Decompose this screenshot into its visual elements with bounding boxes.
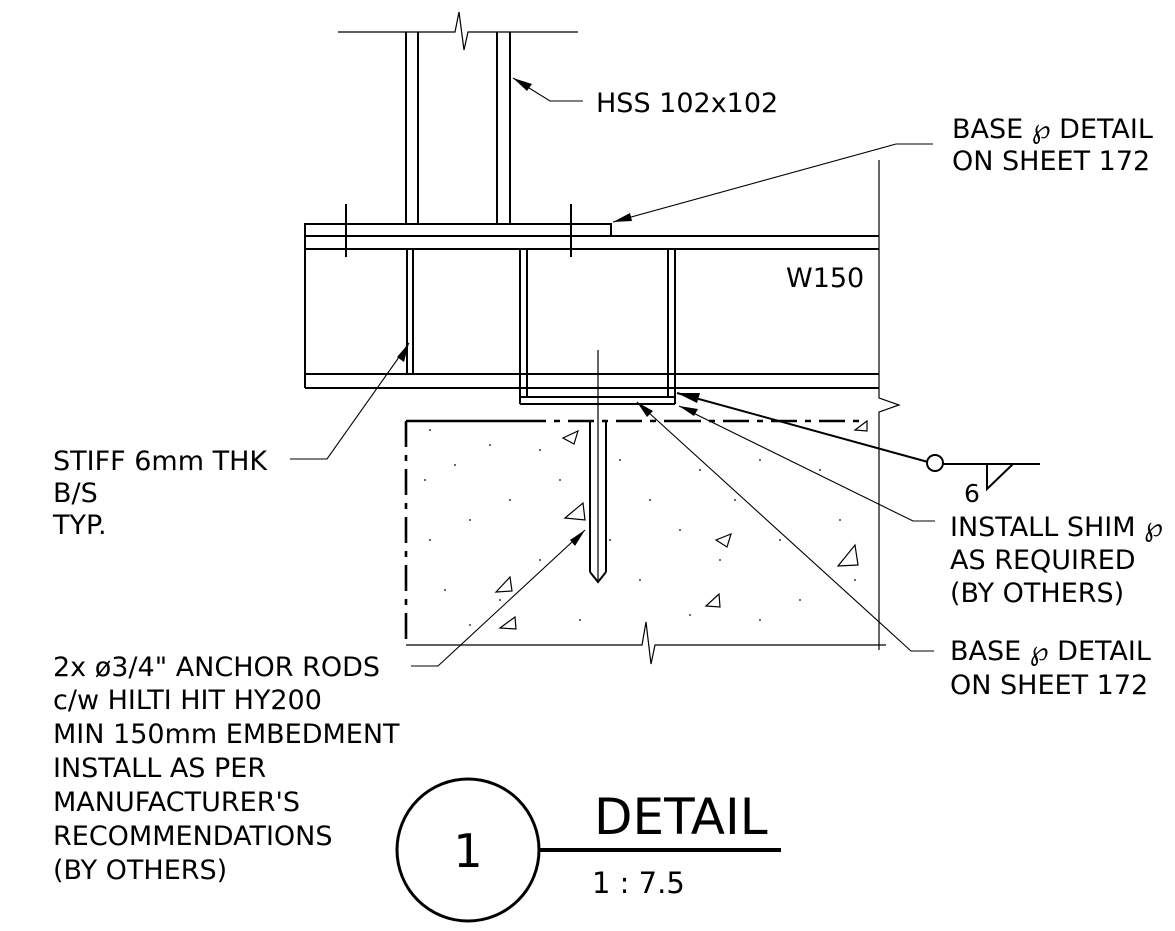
stiffener-label-line1: STIFF 6mm THK <box>53 446 268 477</box>
concrete-pier <box>404 419 886 665</box>
weld-symbol: 6 <box>926 454 1040 508</box>
base-plate-detail-bottom-line1: BASE ℘ DETAIL <box>950 636 1151 667</box>
weld-size-label: 6 <box>964 479 980 508</box>
shim-label-line1: INSTALL SHIM ℘ <box>950 512 1163 543</box>
stiffener-label-line2: B/S <box>53 478 98 509</box>
anchor-label-line5: MANUFACTURER'S <box>53 787 300 818</box>
anchor-label-line6: RECOMMENDATIONS <box>53 821 333 852</box>
anchor-label-line1: 2x ø3/4" ANCHOR RODS <box>53 652 380 683</box>
anchor-label-line4: INSTALL AS PER <box>53 753 266 784</box>
hss-label: HSS 102x102 <box>596 88 778 119</box>
detail-title: DETAIL <box>594 788 768 846</box>
hss-column <box>338 11 578 224</box>
anchor-label-line3: MIN 150mm EMBEDMENT <box>53 719 400 750</box>
leaders <box>290 77 935 667</box>
detail-scale: 1 : 7.5 <box>592 866 685 900</box>
stiffener-label-line3: TYP. <box>52 510 107 541</box>
base-plate-detail-top-line2: ON SHEET 172 <box>952 146 1150 177</box>
w150-beam <box>304 160 901 650</box>
anchor-label-line2: c/w HILTI HIT HY200 <box>53 685 322 716</box>
base-plate-detail-top-line1: BASE ℘ DETAIL <box>952 114 1153 145</box>
base-plate-detail-bottom-line2: ON SHEET 172 <box>950 670 1148 701</box>
beam-label: W150 <box>786 263 864 294</box>
shim-label-line2: AS REQUIRED <box>950 545 1136 576</box>
anchor-label-line7: (BY OTHERS) <box>53 855 227 886</box>
detail-title-block: 1 DETAIL 1 : 7.5 <box>395 777 781 923</box>
shim-label-line3: (BY OTHERS) <box>950 578 1124 609</box>
detail-number: 1 <box>453 824 482 878</box>
anchor-rod <box>589 350 607 584</box>
